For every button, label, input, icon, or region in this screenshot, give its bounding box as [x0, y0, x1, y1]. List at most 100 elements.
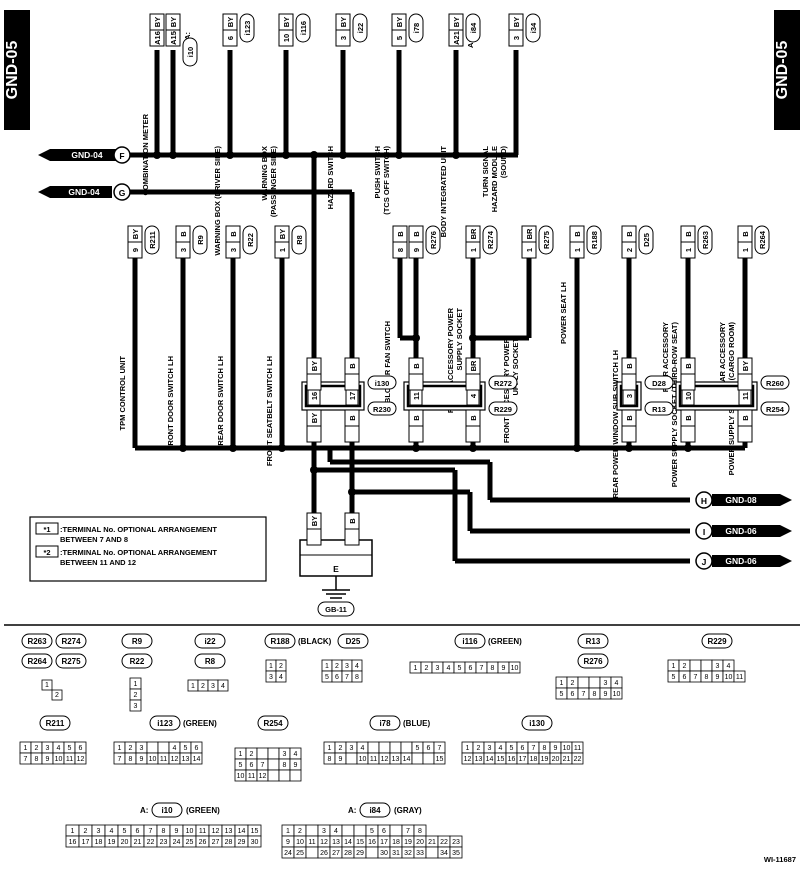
pin-number: 5 — [395, 36, 404, 40]
pin-number: 4 — [294, 751, 298, 758]
wire-color: B — [469, 415, 478, 421]
wire-pin-tag: BY5 — [391, 13, 407, 47]
connector-code: R272 — [494, 379, 512, 388]
wire-color: B — [625, 363, 634, 369]
pin-number: 35 — [452, 850, 460, 857]
svg-text:GND-06: GND-06 — [725, 556, 756, 566]
pin-number: 11 — [412, 392, 421, 400]
pin-number: 9 — [604, 691, 608, 698]
mid-bus-label: GND-04 — [68, 187, 99, 197]
pin-number: 10 — [282, 34, 291, 42]
pin-cell — [267, 769, 280, 782]
pin-number: 7 — [694, 674, 698, 681]
connector-code: R260 — [766, 379, 784, 388]
pin-number: 3 — [283, 751, 287, 758]
component-name: COMBINATION METER — [141, 113, 150, 195]
component-name: FRONT ACCESSORY POWER — [502, 337, 511, 443]
pin-number: 3 — [339, 36, 348, 40]
connector-title: i22 — [204, 637, 216, 646]
pin-number: 22 — [147, 839, 155, 846]
pin-number: 9 — [175, 828, 179, 835]
top-bus — [130, 50, 519, 158]
wire-pin-tag: BR1 — [465, 225, 481, 259]
pin-number: 15 — [497, 756, 505, 763]
connector-title-oval — [55, 633, 87, 649]
pin-number: 32 — [404, 850, 412, 857]
pin-number: 28 — [225, 839, 233, 846]
wire-pin-tag: B — [408, 357, 424, 391]
pin-number: 7 — [406, 828, 410, 835]
pin-number: 29 — [356, 850, 364, 857]
pin-number: 19 — [404, 839, 412, 846]
connector-oval: R188 — [586, 225, 602, 255]
wire-pin-tag: B1 — [737, 225, 753, 259]
connector-title: R188 — [270, 637, 290, 646]
pin-cell — [689, 659, 702, 672]
pin-number: 13 — [475, 756, 483, 763]
pin-cell — [217, 679, 229, 692]
pin-number: 27 — [332, 850, 340, 857]
pin-number: 5 — [184, 745, 188, 752]
connector-title: i130 — [529, 719, 545, 728]
component-name: PUSH SWITCH — [373, 146, 382, 199]
component-name: REAR ACCESSORY — [661, 322, 670, 392]
connector-title: R211 — [46, 719, 65, 728]
pin-cell — [733, 670, 746, 683]
pin-number: 7 — [24, 756, 28, 763]
pin-number: 10 — [296, 839, 304, 846]
pin-number: 13 — [225, 828, 233, 835]
pin-number: 2 — [335, 663, 339, 670]
connector-prefix: A: — [348, 806, 356, 815]
pin-number: 1 — [239, 751, 243, 758]
pin-number: 2 — [134, 692, 138, 699]
pin-number: 19 — [541, 756, 549, 763]
component-name: POWER SEAT LH — [559, 282, 568, 344]
pin-number: 29 — [238, 839, 246, 846]
pin-number: 6 — [521, 745, 525, 752]
pin-number: 6 — [469, 665, 473, 672]
connector-oval: R276 — [425, 225, 441, 255]
connector-oval: R275 — [538, 225, 554, 255]
pin-number: 10 — [237, 773, 245, 780]
svg-text:J: J — [702, 557, 707, 567]
connector-title: i116 — [462, 637, 478, 646]
connector-title-oval — [369, 715, 401, 731]
pin-number: 3 — [211, 683, 215, 690]
wire-pin-tag: BY — [737, 357, 753, 391]
pin-number: 2 — [477, 745, 481, 752]
pin-number: 6 — [427, 745, 431, 752]
wire-pin-tag: B — [344, 512, 360, 546]
pin-number: 7 — [480, 665, 484, 672]
pin-number: 8 — [328, 756, 332, 763]
pin-cell — [275, 670, 287, 683]
pin-number: 14 — [486, 756, 494, 763]
connector-oval: D25 — [638, 225, 654, 255]
connector-title: D25 — [346, 637, 361, 646]
connector-title-oval — [121, 633, 153, 649]
pin-number: 7 — [438, 745, 442, 752]
pin-number: 23 — [160, 839, 168, 846]
connector-code: i10 — [186, 47, 195, 57]
pin-number: 9 — [294, 762, 298, 769]
connector-color: (BLACK) — [298, 637, 332, 646]
pin-number: 2 — [55, 692, 59, 699]
pin-cell — [51, 689, 63, 701]
pin-number: 22 — [440, 839, 448, 846]
pin-cell — [267, 758, 280, 771]
pin-number: 11 — [248, 773, 255, 780]
pin-number: 3 — [716, 663, 720, 670]
connector-title-oval — [149, 715, 181, 731]
wire-color: B — [348, 363, 357, 369]
pin-number: 1 — [45, 682, 49, 689]
svg-text:BETWEEN 7 AND 8: BETWEEN 7 AND 8 — [60, 535, 128, 544]
pin-number: 16 — [368, 839, 376, 846]
connector-title: i84 — [369, 806, 381, 815]
wire-color: B — [412, 363, 421, 369]
connector-color: (GRAY) — [394, 806, 422, 815]
pin-number: 8 — [35, 756, 39, 763]
pin-cell — [571, 752, 584, 765]
connector-color: (GREEN) — [186, 806, 220, 815]
pin-number: 10 — [186, 828, 194, 835]
